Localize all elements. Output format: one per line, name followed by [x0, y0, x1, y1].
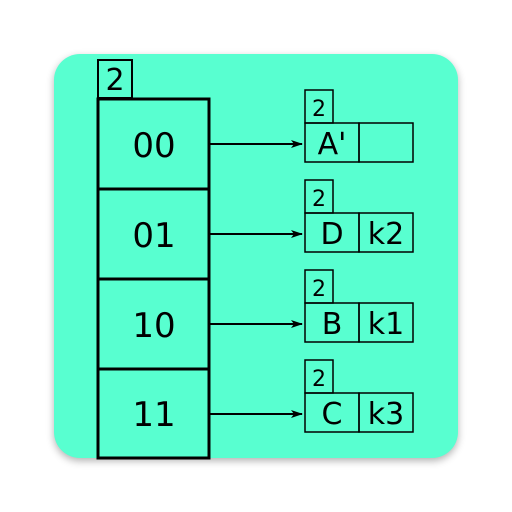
directory-entry-label: 01 [132, 216, 175, 256]
local-depth-label: 2 [312, 187, 326, 212]
bucket-value: k1 [368, 307, 404, 342]
bucket-value: k3 [368, 397, 404, 432]
bucket-2: 2 D k2 [304, 179, 414, 253]
directory-entry-label: 11 [132, 395, 175, 435]
directory-entry-11: 11 [96, 367, 211, 460]
bucket-1: 2 A' [304, 89, 414, 163]
bucket-key: B [322, 307, 343, 342]
local-depth-label: 2 [312, 97, 326, 122]
directory-entry-10: 10 [96, 277, 211, 371]
bucket-key: D [320, 217, 343, 252]
bucket-value: k2 [368, 217, 404, 252]
directory-entry-label: 10 [132, 306, 175, 346]
bucket-4: 2 C k3 [304, 359, 414, 433]
local-depth-label: 2 [312, 367, 326, 392]
directory-entry-label: 00 [132, 126, 175, 166]
bucket-key: C [322, 397, 343, 432]
bucket-3: 2 B k1 [304, 269, 414, 343]
bucket-value-cell [358, 302, 414, 343]
global-depth-label: 2 [105, 63, 124, 98]
bucket-value-cell [358, 392, 414, 433]
bucket-value-cell [358, 212, 414, 253]
local-depth-label: 2 [312, 277, 326, 302]
directory-entry-01: 01 [96, 187, 211, 281]
bucket-key: A' [318, 127, 347, 162]
bucket-value-cell [358, 122, 414, 163]
directory-entry-00: 00 [96, 97, 211, 191]
app-icon-background [54, 54, 458, 458]
